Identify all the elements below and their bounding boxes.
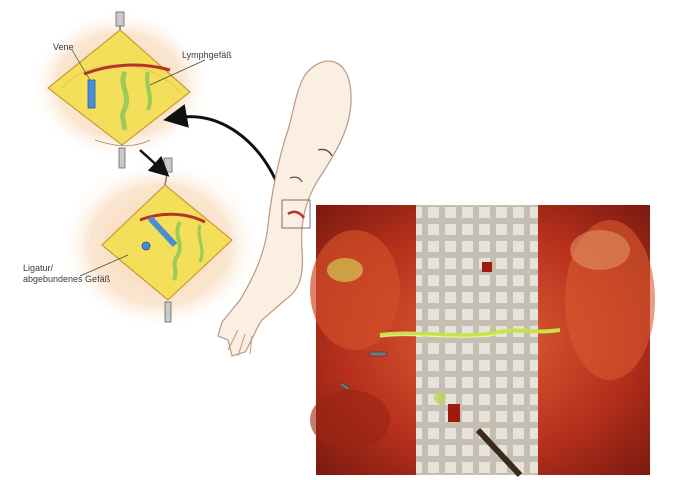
label-lymphgefaess: Lymphgefäß xyxy=(182,50,232,61)
clamp-icon xyxy=(164,158,172,172)
measurement-grid xyxy=(416,205,538,475)
clamp-icon xyxy=(116,12,124,26)
label-ligatur: Ligatur/ abgebundenes Gefäß xyxy=(23,263,110,285)
clamp-icon xyxy=(119,148,125,168)
clamp-icon xyxy=(165,302,171,322)
top-incision xyxy=(30,10,210,168)
label-vene: Vene xyxy=(53,42,74,53)
label-ligatur-line1: Ligatur/ xyxy=(23,263,110,274)
bottom-incision xyxy=(60,158,260,330)
vein-vessel xyxy=(88,80,95,108)
ligature-knot xyxy=(142,242,150,250)
surgery-photo xyxy=(310,205,655,475)
label-ligatur-line2: abgebundenes Gefäß xyxy=(23,274,110,285)
